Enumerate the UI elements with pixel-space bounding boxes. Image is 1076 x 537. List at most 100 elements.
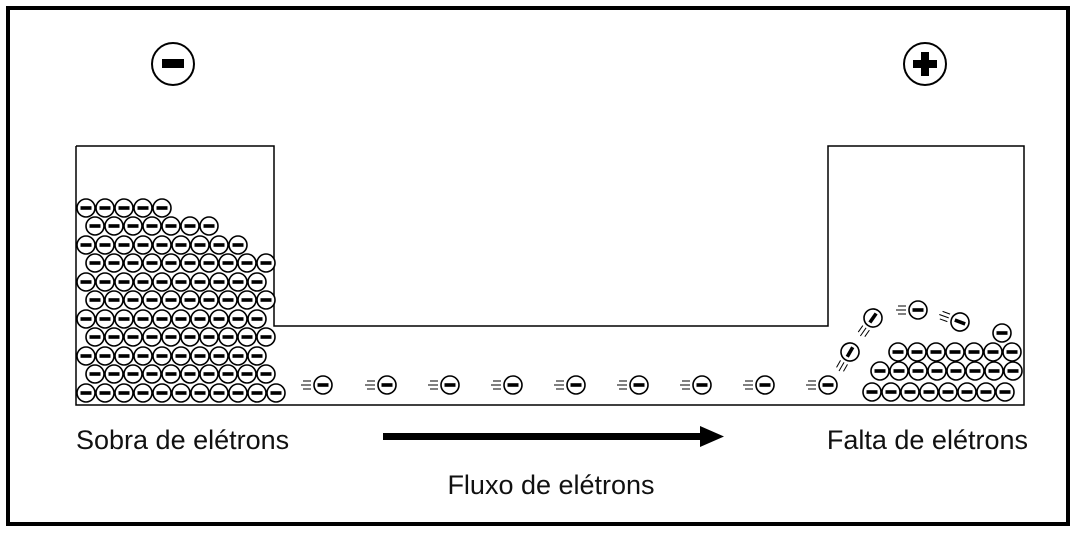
electron-icon (907, 342, 927, 362)
electron-icon (190, 235, 210, 255)
electron-icon (237, 253, 257, 273)
electron-icon (85, 290, 105, 310)
electron-icon (190, 383, 210, 403)
electron-icon (171, 383, 191, 403)
electron-icon (945, 342, 965, 362)
electron-icon (133, 309, 153, 329)
electron-icon (152, 198, 172, 218)
electron-icon (133, 198, 153, 218)
electron-icon (161, 364, 181, 384)
electron-icon (76, 383, 96, 403)
left-label: Sobra de elétrons (76, 425, 289, 455)
electron-icon (228, 383, 248, 403)
electron-icon (566, 375, 586, 395)
motion-lines-icon (365, 380, 375, 390)
electron-icon (152, 272, 172, 292)
electron-icon (95, 309, 115, 329)
electron-icon (199, 290, 219, 310)
electron-icon (161, 216, 181, 236)
electron-icon (190, 346, 210, 366)
electron-icon (142, 290, 162, 310)
electron-icon (95, 346, 115, 366)
electron-icon (114, 235, 134, 255)
electron-icon (114, 346, 134, 366)
motion-lines-icon (836, 360, 848, 372)
electron-icon (947, 309, 973, 335)
electron-icon (957, 382, 977, 402)
electron-icon (313, 375, 333, 395)
electron-icon (992, 323, 1012, 343)
electron-icon (95, 272, 115, 292)
electron-icon (104, 253, 124, 273)
electron-icon (836, 338, 864, 366)
electron-icon (133, 235, 153, 255)
electron-icon (152, 383, 172, 403)
electron-icon (247, 346, 267, 366)
electron-icon (926, 342, 946, 362)
motion-lines-icon (896, 305, 906, 315)
electron-icon (256, 364, 276, 384)
electron-icon (256, 290, 276, 310)
electron-icon (199, 216, 219, 236)
electron-icon (171, 346, 191, 366)
right-electron-pile (836, 300, 1023, 402)
electron-icon (256, 327, 276, 347)
motion-lines-icon (491, 380, 501, 390)
motion-lines-icon (857, 325, 870, 337)
electron-icon (180, 290, 200, 310)
electron-icon (908, 361, 928, 381)
electron-icon (908, 300, 928, 320)
motion-lines-icon (301, 380, 311, 390)
electron-icon (984, 361, 1004, 381)
electron-icon (237, 364, 257, 384)
flow-arrow (383, 426, 724, 447)
electron-icon (228, 235, 248, 255)
electron-icon (209, 383, 229, 403)
electron-icon (152, 235, 172, 255)
electron-icon (218, 253, 238, 273)
electron-icon (104, 216, 124, 236)
electron-icon (976, 382, 996, 402)
electron-icon (142, 327, 162, 347)
electron-icon (171, 309, 191, 329)
electron-icon (161, 327, 181, 347)
electron-icon (85, 253, 105, 273)
electron-icon (180, 364, 200, 384)
electron-icon (76, 309, 96, 329)
electron-icon (104, 364, 124, 384)
electron-icon (104, 327, 124, 347)
motion-lines-icon (617, 380, 627, 390)
electron-icon (228, 346, 248, 366)
electron-icon (862, 382, 882, 402)
electron-icon (123, 216, 143, 236)
electron-icon (123, 253, 143, 273)
negative-terminal (151, 42, 195, 86)
electron-icon (247, 272, 267, 292)
electron-icon (629, 375, 649, 395)
electron-icon (85, 327, 105, 347)
electron-icon (237, 290, 257, 310)
vessel-outline (75, 145, 1025, 406)
electron-icon (171, 235, 191, 255)
electron-icon (76, 198, 96, 218)
electron-icon (114, 272, 134, 292)
electron-icon (190, 309, 210, 329)
electron-icon (171, 272, 191, 292)
electron-icon (503, 375, 523, 395)
electron-icon (190, 272, 210, 292)
electron-icon (900, 382, 920, 402)
electron-icon (859, 304, 887, 332)
motion-lines-icon (806, 380, 816, 390)
electron-icon (218, 327, 238, 347)
flow-label: Fluxo de elétrons (447, 470, 654, 500)
electron-icon (919, 382, 939, 402)
electron-icon (85, 364, 105, 384)
electron-icon (247, 383, 267, 403)
electron-icon (95, 198, 115, 218)
electron-icon (247, 309, 267, 329)
electron-icon (123, 327, 143, 347)
electron-icon (152, 309, 172, 329)
electron-icon (818, 375, 838, 395)
electron-icon (377, 375, 397, 395)
